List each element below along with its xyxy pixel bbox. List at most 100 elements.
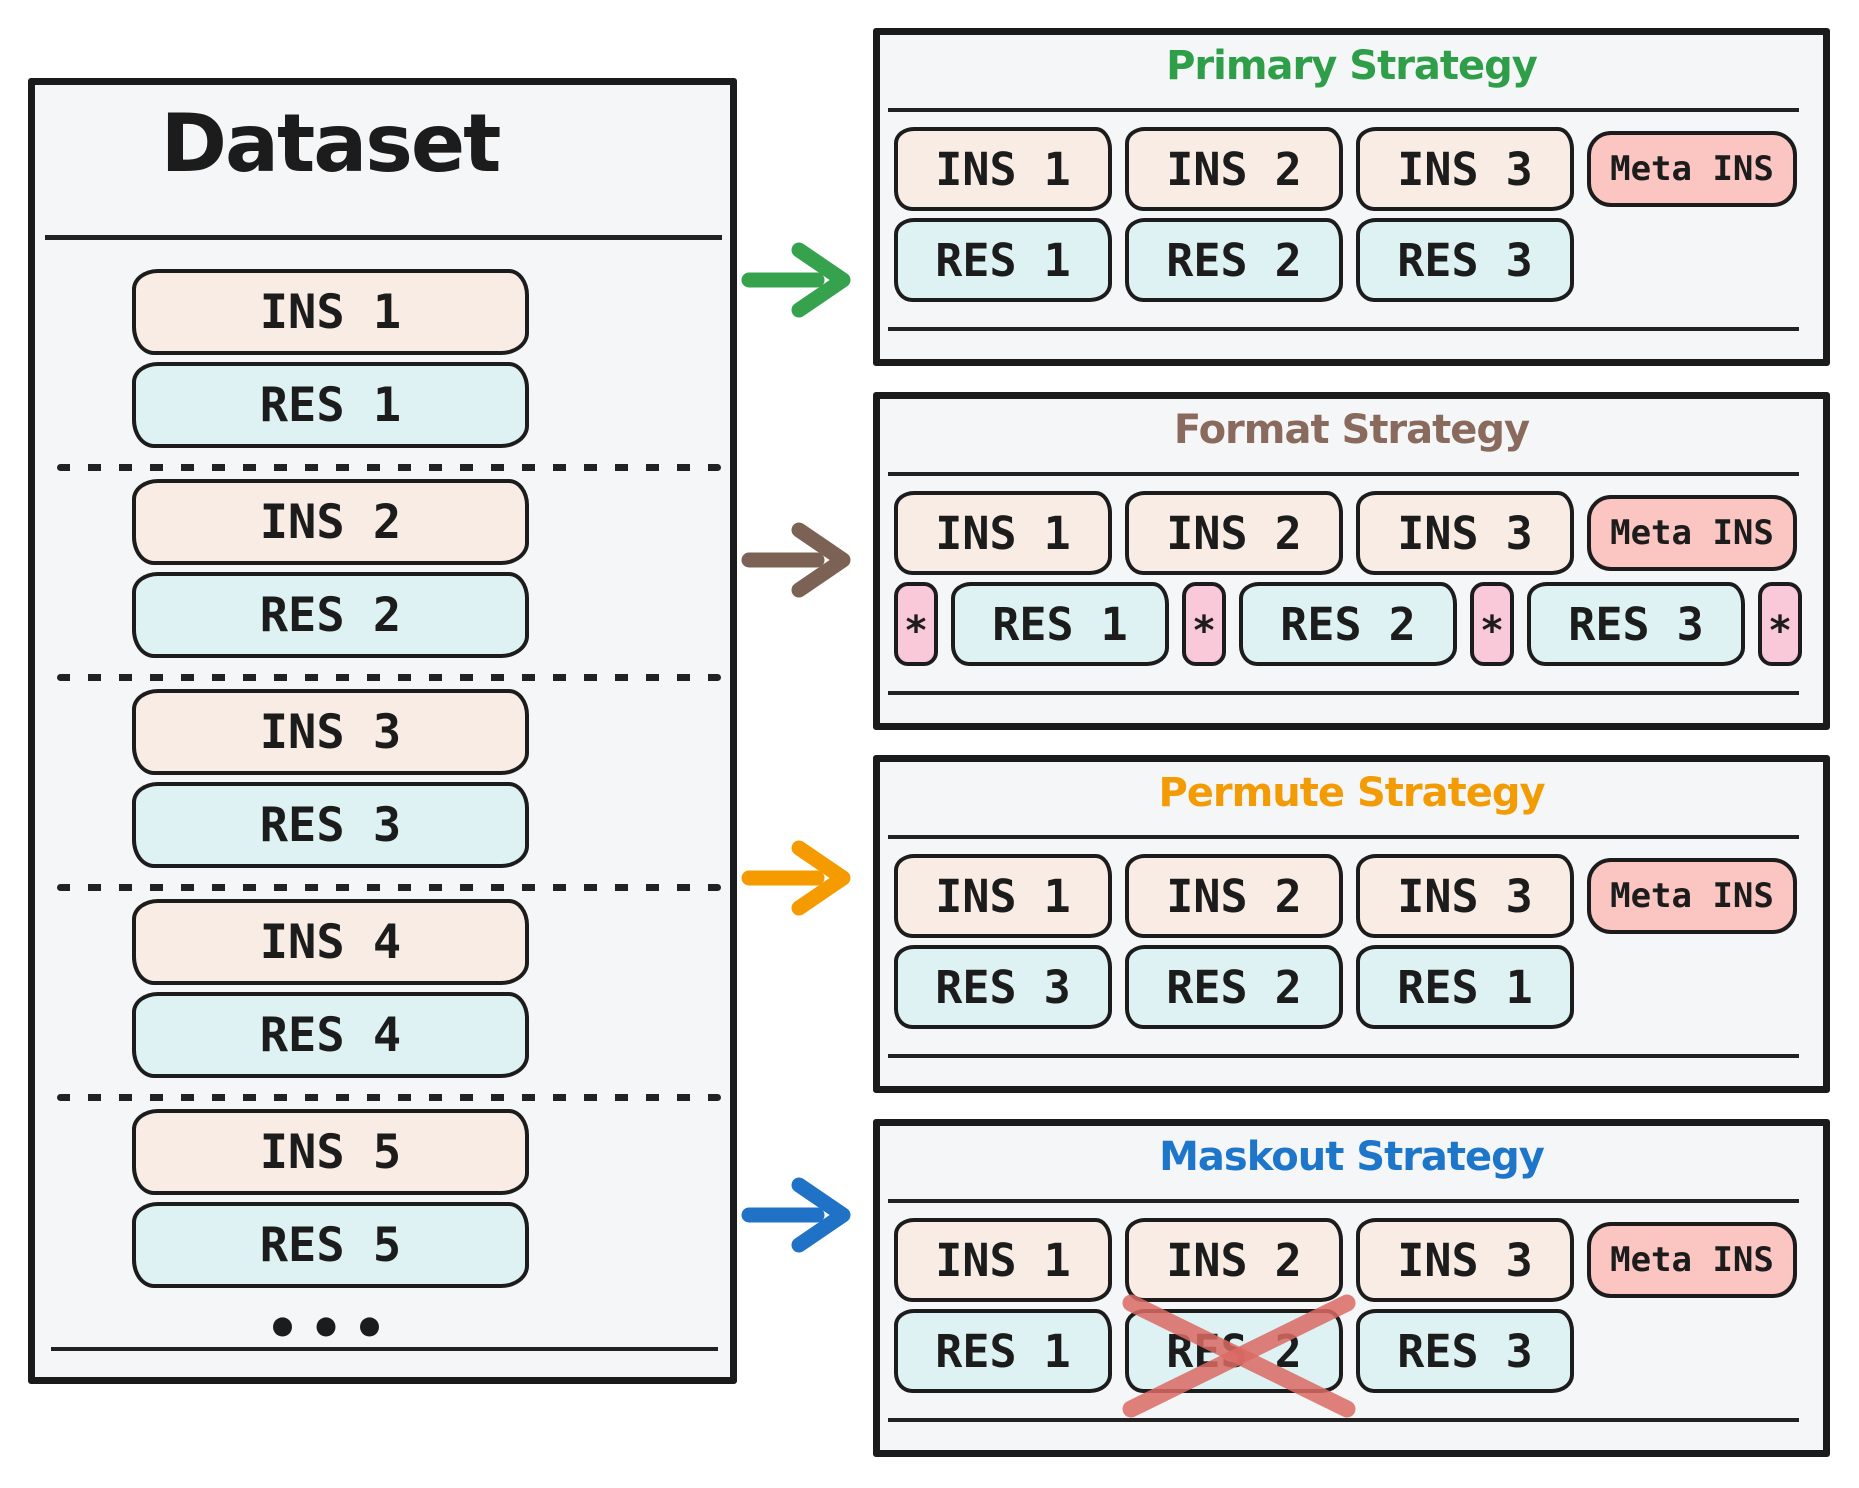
cell-label: RES 1 (1397, 960, 1533, 1014)
cell-label: RES 1 (992, 597, 1128, 651)
ins-box: INS 3 (1356, 1218, 1574, 1302)
dotted-separator-line (57, 464, 721, 471)
cell-label: RES 1 (935, 233, 1071, 287)
permute-arrow-icon (741, 840, 851, 916)
res-box: RES 3 (1356, 1309, 1574, 1393)
cell-label: * (903, 608, 929, 654)
permute-response-row: RES 3 RES 2 RES 1 (894, 945, 1574, 1029)
strategy-bottom-divider (888, 1418, 1799, 1422)
dataset-ins-box: INS 5 (132, 1109, 529, 1195)
cell-label: INS 1 (935, 506, 1071, 560)
cell-label: INS 1 (935, 1233, 1071, 1287)
dataset-ins-box: INS 3 (132, 689, 529, 775)
cell-label: Meta INS (1610, 149, 1774, 189)
format-token-box: * (1758, 582, 1802, 666)
ins-box: INS 2 (1125, 854, 1343, 938)
format-token-box: * (1182, 582, 1226, 666)
res-box: RES 2 (1125, 218, 1343, 302)
cell-label: Meta INS (1610, 1240, 1774, 1280)
dotted-separator-line (57, 1094, 721, 1101)
dataset-title: Dataset (160, 97, 502, 190)
res-box: RES 2 (1125, 945, 1343, 1029)
dataset-bottom-divider (51, 1347, 718, 1351)
res-box: RES 3 (1527, 582, 1745, 666)
cell-label: * (1767, 608, 1793, 654)
res-box: RES 2 (1239, 582, 1457, 666)
strategy-title-divider (888, 108, 1799, 112)
dotted-separator-line (57, 884, 721, 891)
dataset-title-divider (45, 235, 722, 240)
res-box: RES 1 (894, 1309, 1112, 1393)
dataset-res-box: RES 5 (132, 1202, 529, 1288)
ins-box: INS 2 (1125, 1218, 1343, 1302)
dataset-res-box: RES 3 (132, 782, 529, 868)
dataset-res-box: RES 1 (132, 362, 529, 448)
permute-instruction-row: INS 1 INS 2 INS 3 Meta INS (894, 854, 1797, 938)
strategy-bottom-divider (888, 327, 1799, 331)
dataset-ins-box: INS 1 (132, 269, 529, 355)
cell-label: INS 3 (1397, 1233, 1533, 1287)
cell-label: * (1191, 608, 1217, 654)
cell-label: INS 3 (1397, 869, 1533, 923)
meta-ins-box: Meta INS (1587, 495, 1797, 571)
primary-response-row: RES 1 RES 2 RES 3 (894, 218, 1574, 302)
maskout-strategy-title: Maskout Strategy (1159, 1134, 1545, 1180)
maskout-response-row: RES 1 RES 2 RES 3 (894, 1294, 1574, 1418)
format-strategy-title: Format Strategy (1173, 407, 1530, 453)
dataset-ins-box: INS 2 (132, 479, 529, 565)
cell-label: RES 2 (1166, 960, 1302, 1014)
cell-label: * (1479, 608, 1505, 654)
strategy-title-divider (888, 472, 1799, 476)
primary-arrow-icon (741, 242, 851, 318)
format-token-box: * (894, 582, 938, 666)
ins-box: INS 2 (1125, 491, 1343, 575)
format-instruction-row: INS 1 INS 2 INS 3 Meta INS (894, 491, 1797, 575)
res-box: RES 1 (1356, 945, 1574, 1029)
res-box: RES 1 (951, 582, 1169, 666)
strategy-title-divider (888, 835, 1799, 839)
res-box: RES 2 (1122, 1294, 1356, 1418)
cell-label: INS 1 (935, 869, 1071, 923)
primary-instruction-row: INS 1 INS 2 INS 3 Meta INS (894, 127, 1797, 211)
ins-box: INS 1 (894, 491, 1112, 575)
cell-label: INS 2 (1166, 142, 1302, 196)
cell-label: RES 3 (1397, 233, 1533, 287)
ins-box: INS 1 (894, 127, 1112, 211)
cell-label: RES 1 (935, 1324, 1071, 1378)
cell-label: INS 3 (1397, 506, 1533, 560)
ins-box: INS 2 (1125, 127, 1343, 211)
cell-label: RES 3 (1568, 597, 1704, 651)
cell-label: INS 1 (935, 142, 1071, 196)
ins-box: INS 1 (894, 854, 1112, 938)
cell-label: Meta INS (1610, 513, 1774, 553)
cell-label: INS 2 (1166, 869, 1302, 923)
cell-label: INS 2 (1166, 1233, 1302, 1287)
res-box: RES 1 (894, 218, 1112, 302)
res-box: RES 3 (894, 945, 1112, 1029)
strategy-bottom-divider (888, 691, 1799, 695)
maskout-instruction-row: INS 1 INS 2 INS 3 Meta INS (894, 1218, 1797, 1302)
cell-label: RES 2 (1166, 1324, 1302, 1378)
dataset-res-box: RES 4 (132, 992, 529, 1078)
ins-box: INS 3 (1356, 854, 1574, 938)
ins-box: INS 3 (1356, 127, 1574, 211)
maskout-arrow-icon (741, 1177, 851, 1253)
cell-label: Meta INS (1610, 876, 1774, 916)
cell-label: RES 3 (1397, 1324, 1533, 1378)
cell-label: RES 2 (1280, 597, 1416, 651)
cell-label: INS 2 (1166, 506, 1302, 560)
cell-label: INS 3 (1397, 142, 1533, 196)
meta-ins-box: Meta INS (1587, 858, 1797, 934)
dotted-separator-line (57, 674, 721, 681)
strategy-bottom-divider (888, 1054, 1799, 1058)
dataset-res-box: RES 2 (132, 572, 529, 658)
ins-box: INS 1 (894, 1218, 1112, 1302)
cell-label: RES 3 (935, 960, 1071, 1014)
